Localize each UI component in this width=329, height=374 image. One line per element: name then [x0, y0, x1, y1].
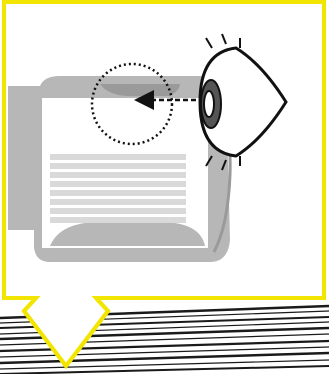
- illustration: [0, 0, 329, 374]
